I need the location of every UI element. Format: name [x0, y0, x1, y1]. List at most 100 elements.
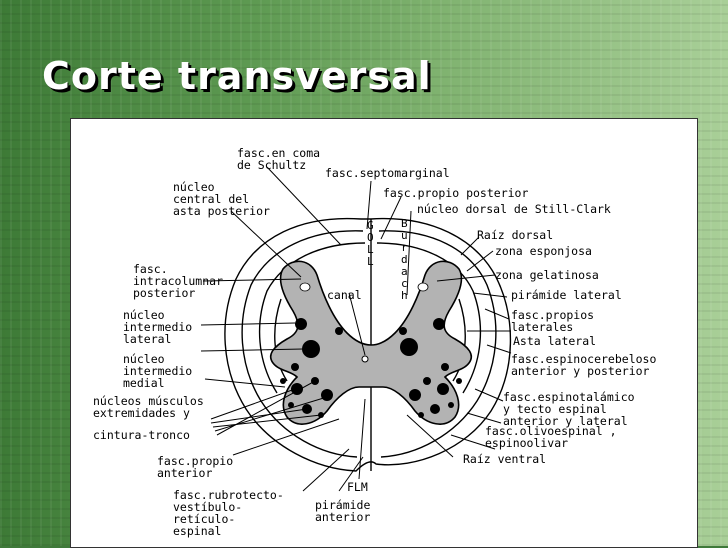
leader-line [466, 250, 494, 272]
nucleus-dot [448, 402, 454, 408]
label-rubrotecto: vestíbulo- [173, 500, 242, 514]
nucleus-dot [302, 340, 320, 358]
label-fasc-coma: fasc.en coma [237, 146, 320, 160]
label-propios-laterales: laterales [511, 320, 573, 334]
label-piramide-anterior: pirámide [315, 498, 370, 512]
burdach-letter: d [401, 253, 408, 266]
label-asta-lateral: Asta lateral [513, 334, 596, 348]
leader-line [212, 414, 322, 428]
label-zona-esponjosa: zona esponjosa [495, 244, 592, 258]
nucleus-dot [321, 389, 333, 401]
label-olivoespinal: espinoolivar [485, 436, 568, 450]
leader-line [406, 414, 454, 458]
leader-line [230, 210, 302, 278]
nucleus-dot [280, 378, 286, 384]
label-raiz-ventral: Raíz ventral [463, 452, 546, 466]
label-intermedio-medial: intermedio [123, 364, 192, 378]
leader-line [204, 378, 286, 388]
label-propio-posterior: fasc.propio posterior [383, 186, 528, 200]
leader-line [460, 236, 480, 256]
leader-line [406, 210, 412, 296]
leader-line [358, 398, 366, 480]
burdach-letter: r [401, 241, 408, 254]
label-espinotalamico: y tecto espinal [503, 402, 607, 416]
nucleus-dot [291, 383, 303, 395]
label-musculos: cintura-tronco [93, 428, 190, 442]
burdach-letter: u [401, 229, 408, 242]
leader-line [474, 388, 504, 402]
nucleus-dot [288, 402, 294, 408]
goll-letter: L [367, 243, 374, 256]
label-musculos: extremidades y [93, 406, 190, 420]
leader-line [202, 278, 302, 282]
goll-letter: G [367, 219, 374, 232]
nucleus-dot [295, 318, 307, 330]
label-espinotalamico: fasc.espinotalámico [503, 390, 635, 404]
label-still-clark: núcleo dorsal de Still-Clark [417, 202, 611, 216]
label-propios-laterales: fasc.propios [511, 308, 594, 322]
spinal-cord-diagram: G O L L B u r d a c h [93, 146, 656, 538]
leader-lines [200, 166, 512, 492]
leader-line [450, 434, 496, 450]
goll-letter: O [367, 231, 374, 244]
label-espinotalamico: anterior y lateral [503, 414, 628, 428]
nucleus-dot [418, 412, 424, 418]
label-rubrotecto: fasc.rubrotecto- [173, 488, 284, 502]
burdach-letter: B [401, 217, 408, 230]
leader-line [210, 408, 308, 424]
label-flm: FLM [347, 480, 368, 494]
nucleus-dot [433, 318, 445, 330]
label-intermedio-lateral: lateral [123, 332, 171, 346]
inner-ring-3 [274, 298, 466, 382]
leader-line [302, 448, 350, 492]
leader-line [266, 166, 342, 246]
diagram-panel: G O L L B u r d a c h [70, 118, 698, 548]
central-canal [361, 355, 369, 363]
label-piramide-lateral: pirámide lateral [511, 288, 622, 302]
nucleus-dot [335, 327, 343, 335]
label-propio-anterior: fasc.propio [157, 454, 233, 468]
leader-line [486, 344, 512, 354]
nucleus-dot [291, 363, 299, 371]
label-intermedio-medial: núcleo [123, 352, 165, 366]
leader-line [436, 274, 496, 282]
burdach-letter: a [401, 265, 408, 278]
leader-line [472, 292, 508, 298]
slide-title: Corte transversal [42, 54, 432, 98]
leader-line [200, 348, 304, 352]
leader-line [366, 180, 372, 230]
nucleus-dot [399, 327, 407, 335]
leader-line [348, 292, 366, 356]
label-nucleo-central: central del [173, 192, 249, 206]
burdach-letters: B u r d a c h [401, 217, 408, 302]
label-nucleo-central: núcleo [173, 180, 215, 194]
nucleus-dot [437, 383, 449, 395]
nucleus-dot [409, 389, 421, 401]
label-rubrotecto: retículo- [173, 512, 235, 526]
leader-line [380, 196, 402, 240]
leader-line [466, 412, 502, 424]
leader-line [484, 308, 510, 320]
nucleus-dot [441, 363, 449, 371]
goll-letter: L [367, 255, 374, 268]
gray-matter [269, 260, 473, 425]
nucleus-dot [423, 377, 431, 385]
inner-ring-1 [241, 230, 497, 458]
white-matter-outlines [224, 217, 512, 472]
label-raiz-dorsal: Raíz dorsal [477, 228, 553, 242]
label-nucleo-central: asta posterior [173, 204, 270, 218]
label-intermedio-medial: medial [123, 376, 165, 390]
outer-cord-outline [224, 217, 512, 472]
label-rubrotecto: espinal [173, 524, 221, 538]
label-intermedio-lateral: intermedio [123, 320, 192, 334]
label-intracolumnar: intracolumnar [133, 274, 223, 288]
burdach-letter: c [401, 277, 408, 290]
gelatinosa-spot-left [299, 282, 311, 292]
leader-line [210, 388, 296, 420]
leader-line [216, 380, 316, 436]
label-piramide-anterior: anterior [315, 510, 370, 524]
label-canal: canal [327, 288, 362, 302]
inner-ring-2 [258, 242, 482, 394]
nucleus-dot [400, 338, 418, 356]
leader-line [232, 418, 340, 456]
